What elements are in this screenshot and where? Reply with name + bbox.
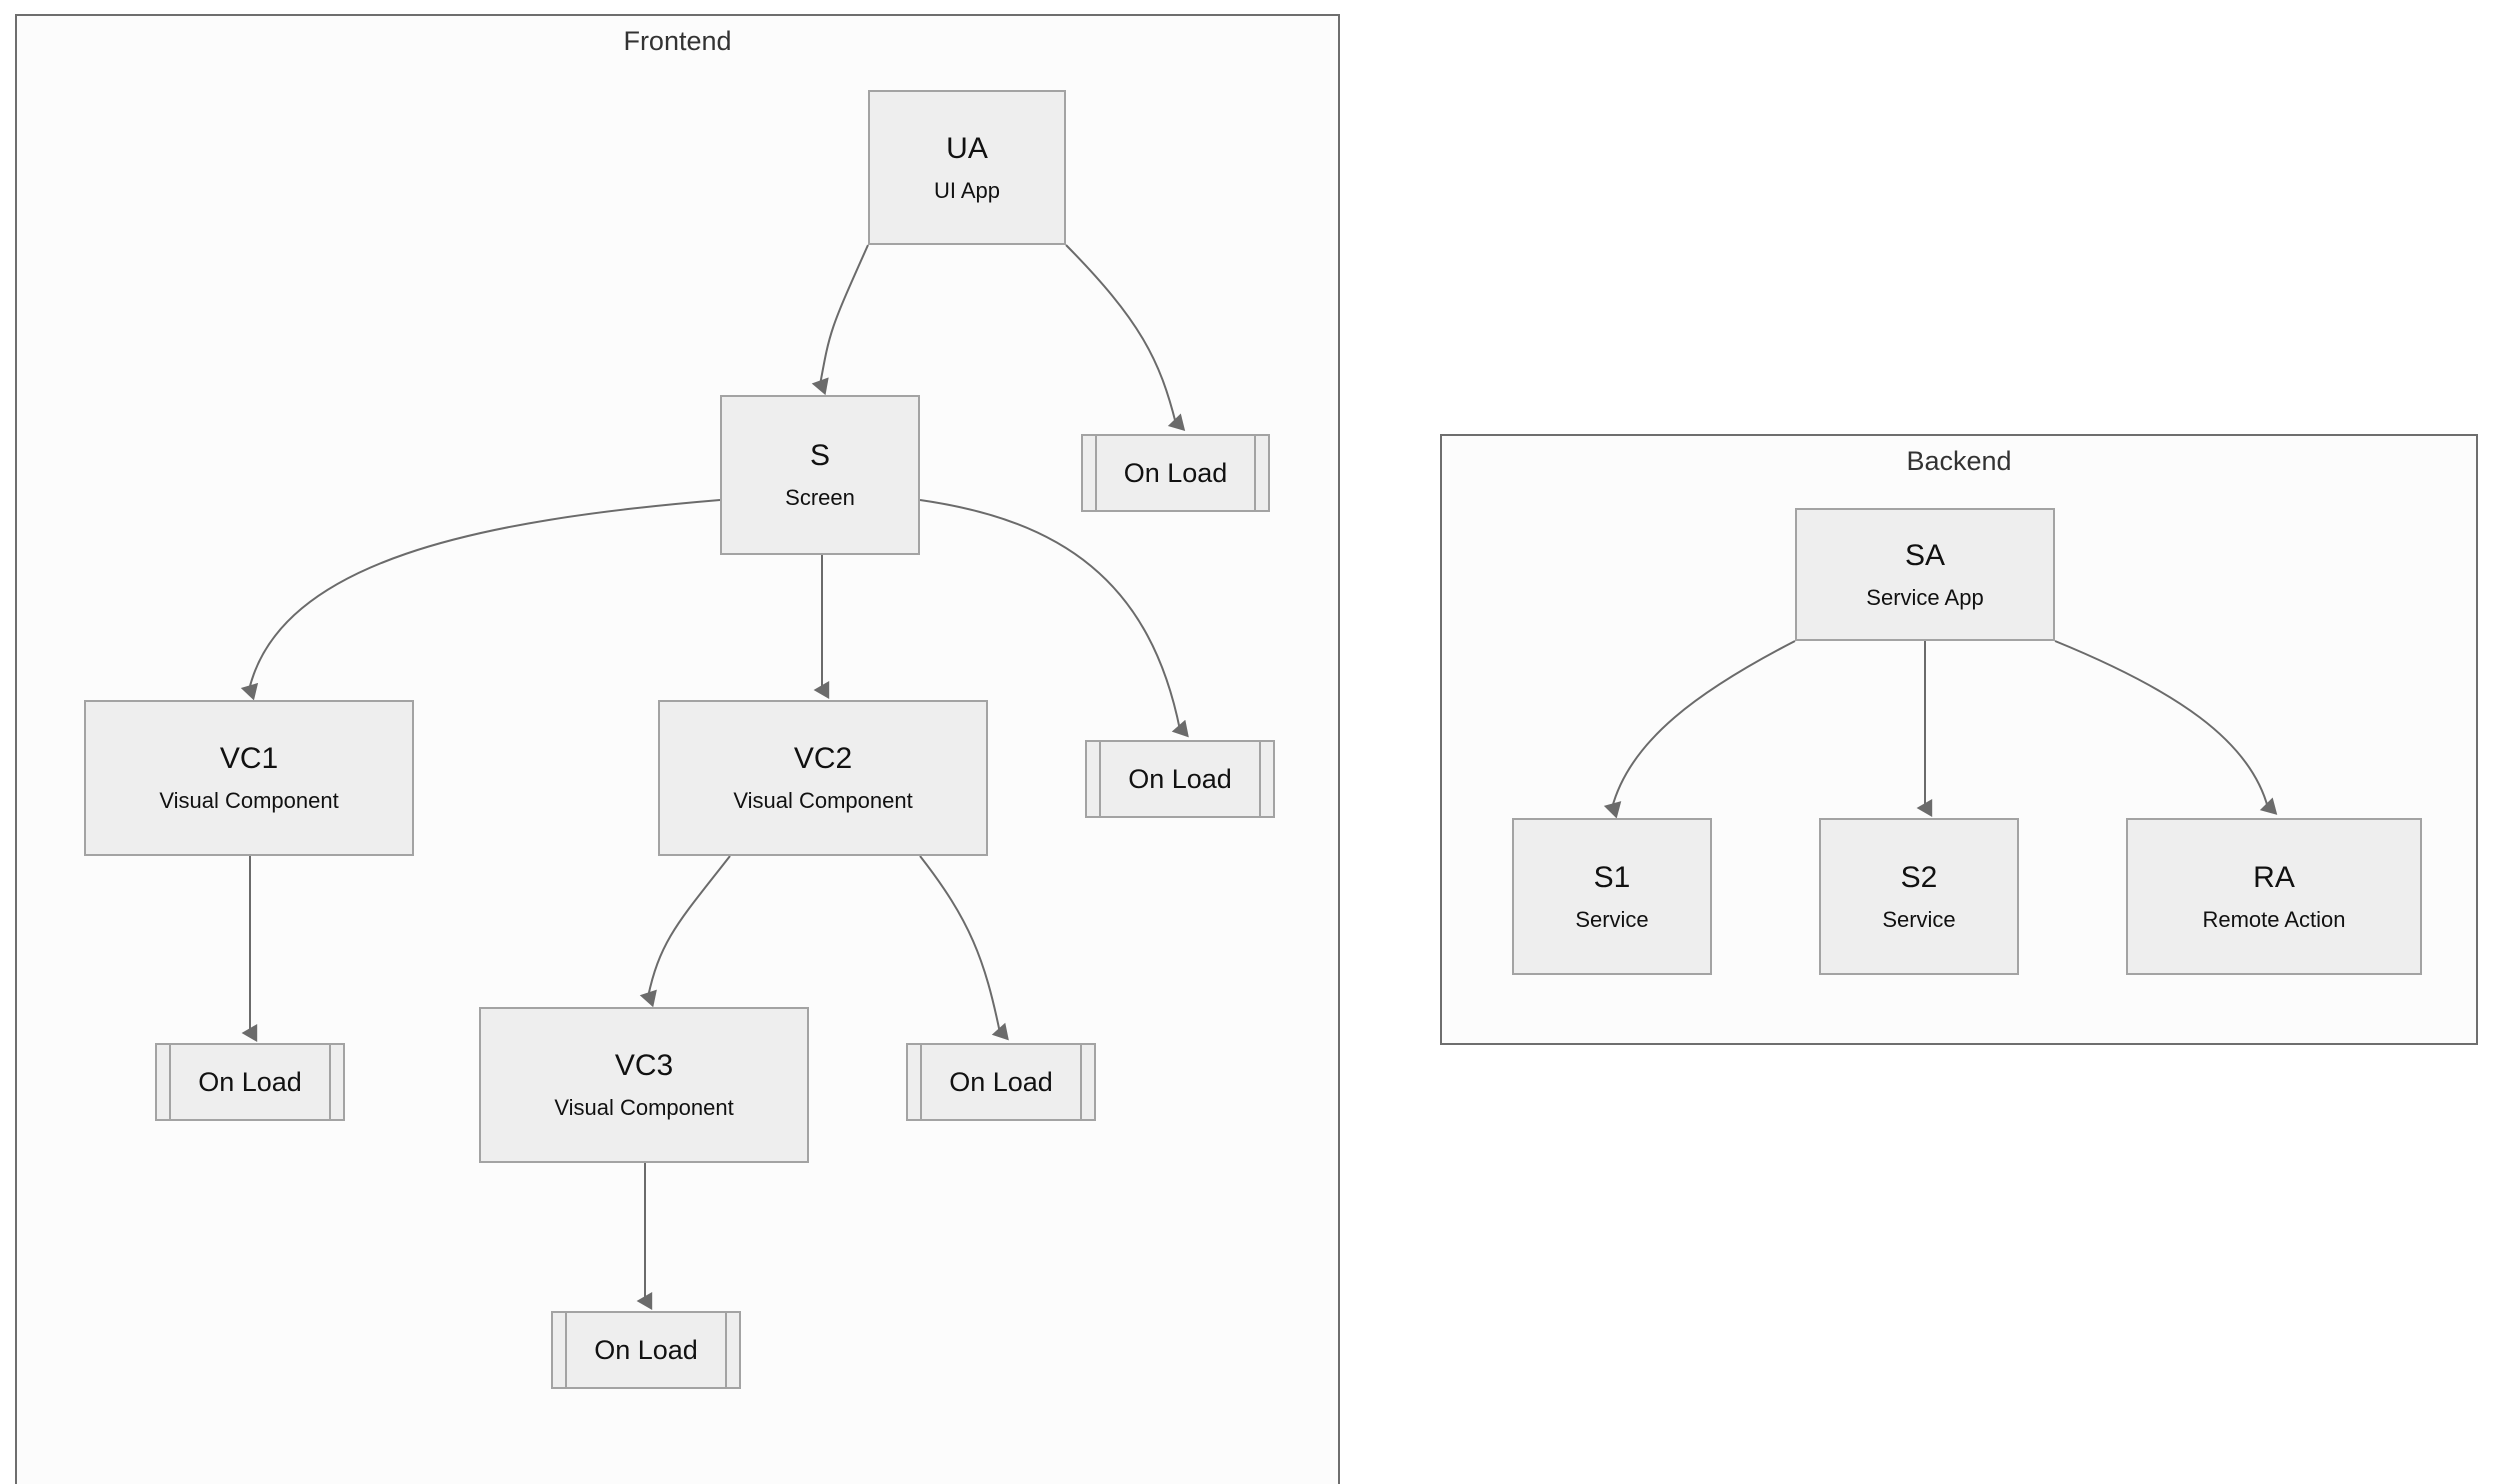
node-vc2-title: VC2 <box>793 742 853 776</box>
node-vc1[interactable]: VC1 Visual Component <box>84 700 414 856</box>
node-ra-title: RA <box>2253 860 2295 894</box>
node-on-load-5[interactable]: On Load <box>551 1311 741 1389</box>
node-s1[interactable]: S1 Service <box>1512 818 1712 975</box>
node-on-load-2[interactable]: On Load <box>1085 740 1275 818</box>
node-s-subtitle: Screen <box>785 486 855 511</box>
node-sa-title: SA <box>1904 538 1946 572</box>
node-s2-subtitle: Service <box>1882 907 1956 932</box>
node-ra[interactable]: RA Remote Action <box>2126 818 2422 975</box>
node-on-load-3-label: On Load <box>198 1066 302 1097</box>
node-s2-title: S2 <box>1900 860 1938 894</box>
node-on-load-2-label: On Load <box>1128 763 1232 794</box>
container-frontend-title: Frontend <box>623 26 732 56</box>
node-on-load-4-label: On Load <box>949 1066 1053 1097</box>
node-s2[interactable]: S2 Service <box>1819 818 2019 975</box>
node-s[interactable]: S Screen <box>720 395 920 555</box>
node-on-load-3[interactable]: On Load <box>155 1043 345 1121</box>
node-ua-title: UA <box>946 131 988 165</box>
node-on-load-1-label: On Load <box>1123 457 1228 488</box>
node-vc1-subtitle: Visual Component <box>159 789 339 814</box>
node-s1-subtitle: Service <box>1575 907 1649 932</box>
node-vc1-title: VC1 <box>219 742 279 776</box>
node-vc2[interactable]: VC2 Visual Component <box>658 700 988 856</box>
container-backend-title: Backend <box>1906 446 2012 476</box>
node-vc2-subtitle: Visual Component <box>733 789 913 814</box>
node-on-load-4[interactable]: On Load <box>906 1043 1096 1121</box>
node-s1-title: S1 <box>1593 860 1631 894</box>
node-vc3-title: VC3 <box>614 1049 674 1083</box>
node-vc3-subtitle: Visual Component <box>554 1096 734 1121</box>
node-on-load-5-label: On Load <box>594 1334 698 1365</box>
node-ua-subtitle: UI App <box>933 178 1001 203</box>
node-vc3[interactable]: VC3 Visual Component <box>479 1007 809 1163</box>
node-sa-subtitle: Service App <box>1866 585 1984 610</box>
node-ra-subtitle: Remote Action <box>2202 907 2346 932</box>
node-s-title: S <box>809 439 830 473</box>
node-sa[interactable]: SA Service App <box>1795 508 2055 641</box>
node-on-load-1[interactable]: On Load <box>1081 434 1270 512</box>
node-ua[interactable]: UA UI App <box>868 90 1066 245</box>
